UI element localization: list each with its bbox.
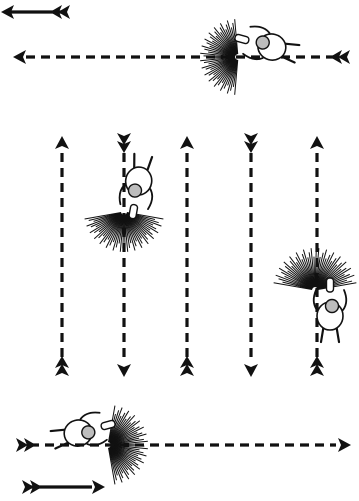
arrow-tail-icon [244,133,258,153]
arrow-tail-icon [310,356,324,376]
lane-4 [244,133,258,377]
arrow-tail-icon [16,438,36,452]
arrow-icon [180,136,194,149]
lane-2 [117,133,131,377]
top-left-arrow [1,5,70,19]
bottom-right-arrow [22,480,105,494]
splash-burst-icon [274,248,357,289]
arrow-icon [92,480,105,494]
arrow-tail-icon [22,480,42,494]
arrow-icon [310,136,324,149]
head [326,300,339,313]
swimmer-icon [231,21,301,69]
arrow-icon [13,50,26,64]
lane-3 [180,136,194,376]
top-dashed-path [13,50,350,64]
arrow-tail-icon [330,50,350,64]
lanes [55,133,324,377]
splash-burst-icon [200,19,238,95]
swimmer-lane-5 [274,248,357,342]
lane-1 [55,136,69,376]
swimmer-icon [116,153,159,222]
swimmers [49,19,357,484]
arrow-icon [55,136,69,149]
arrow-tail-icon [55,356,69,376]
arrow-tail-icon [117,133,131,153]
arrow-tail-icon [50,5,70,19]
arrow-icon [244,364,258,377]
arrow-icon [117,364,131,377]
arrow-icon [338,438,351,452]
arrow-tail-icon [180,356,194,376]
